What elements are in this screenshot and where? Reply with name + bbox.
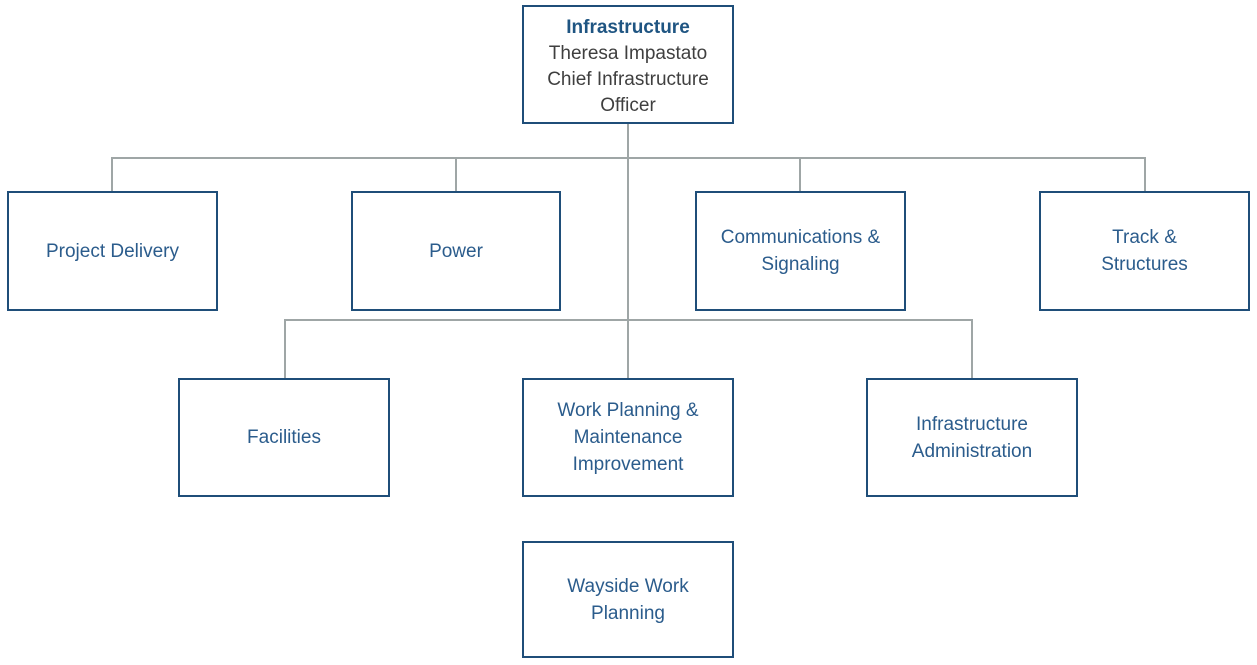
org-node-infrastructure-administration: Infrastructure Administration (866, 378, 1078, 497)
org-node-label: Wayside Work Planning (567, 575, 689, 624)
org-node-track-structures: Track & Structures (1039, 191, 1250, 311)
org-node-person-role: Chief Infrastructure Officer (547, 69, 709, 116)
org-node-power: Power (351, 191, 561, 311)
connector-drop-work-planning (627, 319, 629, 378)
org-node-person-name: Theresa Impastato (548, 43, 708, 64)
connector-drop-facilities (284, 319, 286, 378)
org-node-label: Track & Structures (1101, 227, 1188, 275)
org-node-wayside-work-planning: Wayside Work Planning (522, 541, 734, 658)
connector-drop-project-delivery (111, 157, 113, 191)
org-node-infrastructure: Infrastructure Theresa Impastato Chief I… (522, 5, 734, 124)
org-node-label: Work Planning & Maintenance Improvement (557, 400, 699, 475)
connector-root-stem (627, 124, 629, 158)
connector-drop-infrastructure-admin (971, 319, 973, 378)
org-node-label: Power (429, 240, 483, 262)
org-node-label: Project Delivery (45, 240, 180, 262)
connector-drop-power (455, 157, 457, 191)
connector-drop-track (1144, 157, 1146, 191)
connector-drop-communications (799, 157, 801, 191)
org-node-label: Infrastructure Administration (911, 413, 1033, 462)
org-node-work-planning-maintenance: Work Planning & Maintenance Improvement (522, 378, 734, 497)
connector-center-stem (627, 157, 629, 321)
org-node-label: Communications & Signaling (720, 227, 881, 275)
org-node-project-delivery: Project Delivery (7, 191, 218, 311)
org-node-communications-signaling: Communications & Signaling (695, 191, 906, 311)
org-node-title: Infrastructure (566, 17, 690, 38)
org-node-label: Facilities (247, 427, 321, 448)
org-node-facilities: Facilities (178, 378, 390, 497)
